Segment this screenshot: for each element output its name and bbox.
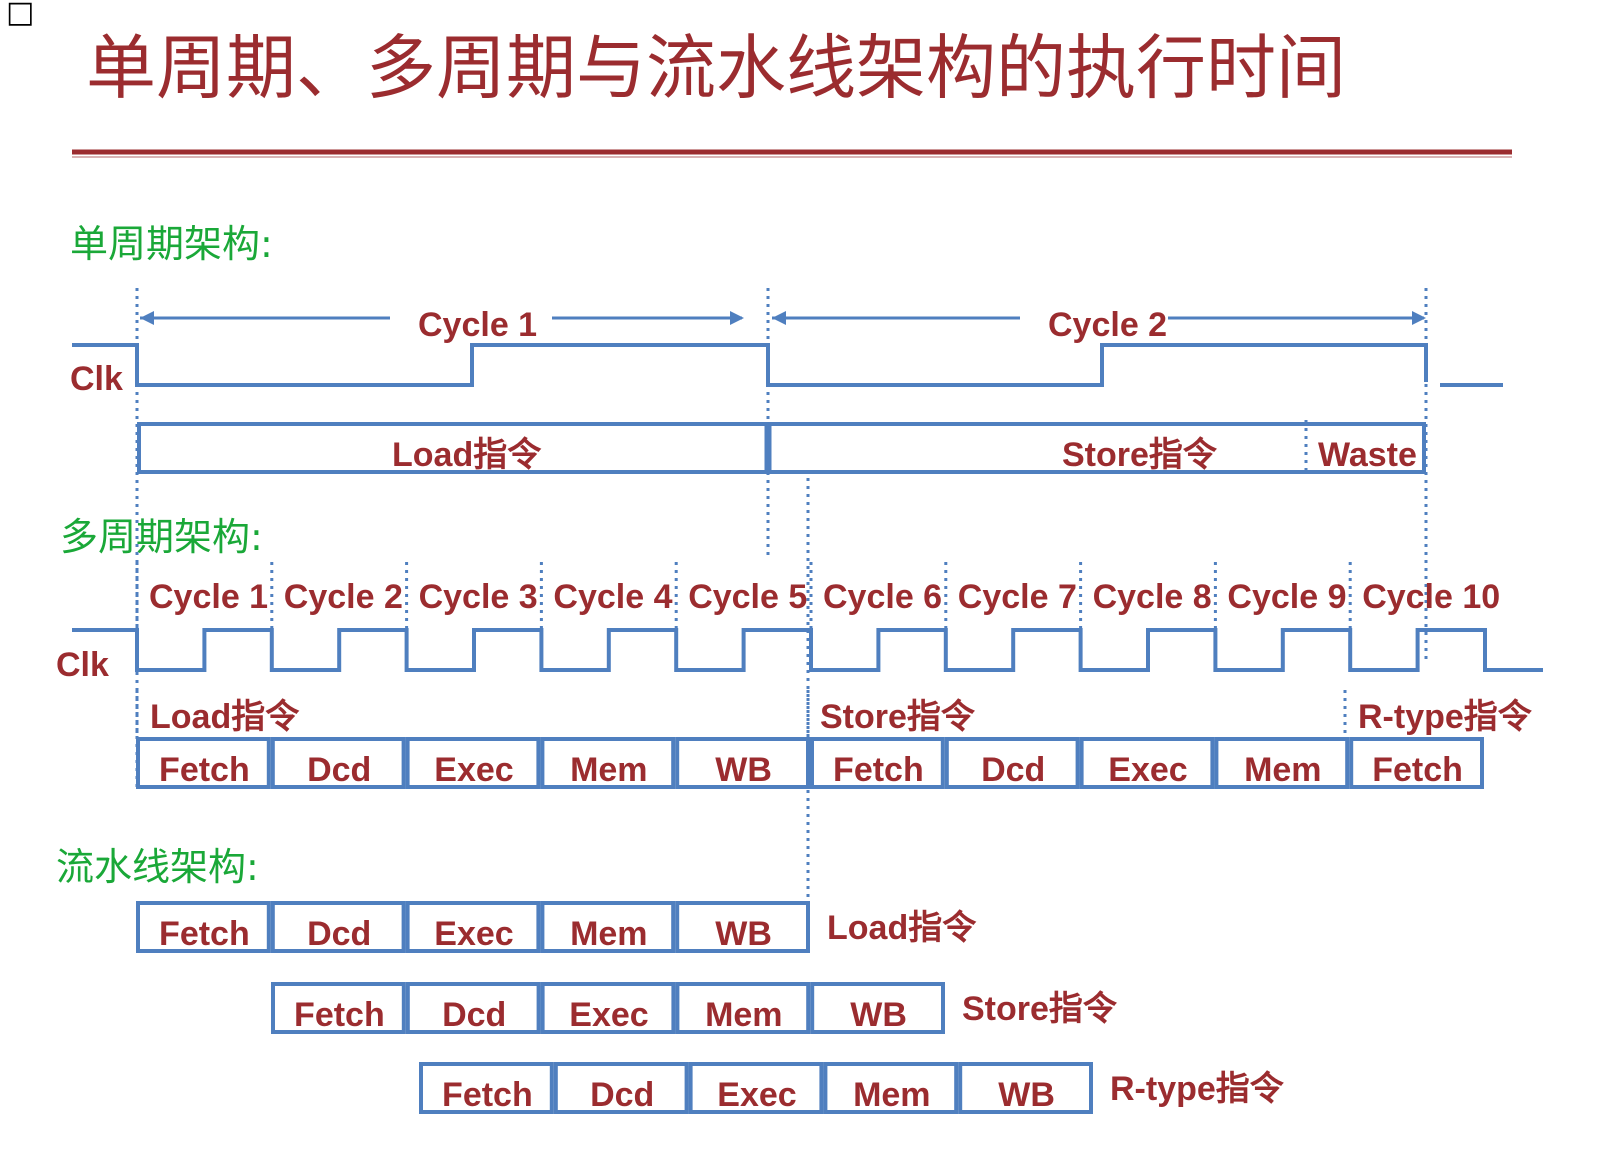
pipeline-stage-label: WB (850, 996, 907, 1034)
multi-stage-label: Mem (570, 751, 647, 789)
pipeline-stage-label: Fetch (294, 996, 385, 1034)
multi-stage-box (675, 737, 811, 789)
single-clk-label: Clk (70, 360, 123, 398)
multi-stage-box (1349, 737, 1484, 789)
multi-cycle-label: Cycle 6 (823, 578, 942, 616)
multi-stage-box (405, 737, 541, 789)
multi-cycle-label: Cycle 9 (1227, 578, 1346, 616)
multi-cycle-stages: Fetch Dcd Exec Mem WB Fetch Dcd Exec Mem Fetch (136, 737, 1484, 789)
single-cycle-1-label: Cycle 1 (418, 306, 537, 344)
pipeline-instr-label: Load指令 (827, 909, 977, 947)
multi-stage-label: Mem (1244, 751, 1321, 789)
single-cycle-section: 单周期架构: Clk Cycle 1 Cycle 2 Load指令 Store指… (70, 222, 1503, 900)
cycle2-arrow-right-head (1412, 311, 1426, 325)
pipeline-stage-box (810, 982, 946, 1034)
pipeline-stage-box (553, 1062, 689, 1114)
pipeline-stage-label: WB (715, 915, 772, 953)
multi-stage-label: Exec (434, 751, 513, 789)
multi-stage-box (540, 737, 676, 789)
multi-stage-label: Fetch (159, 751, 250, 789)
multi-cycle-label: Cycle 8 (1093, 578, 1212, 616)
pipeline-instr-label: R-type指令 (1110, 1070, 1285, 1108)
page-title: 单周期、多周期与流水线架构的执行时间 (86, 27, 1346, 109)
multi-stage-label: Fetch (1372, 751, 1463, 789)
pipeline-stage-box (540, 901, 676, 953)
pipeline-stage-box (958, 1062, 1094, 1114)
cycle2-arrow-left-head (772, 311, 786, 325)
multi-cycle-labels: Cycle 1 Cycle 2 Cycle 3 Cycle 4 Cycle 5 Cycle… (149, 578, 1500, 616)
pipeline-stage-box (540, 982, 676, 1034)
single-store-label: Store指令 (1062, 436, 1218, 474)
multi-rtype-label: R-type指令 (1358, 698, 1533, 736)
multi-stage-box (944, 737, 1080, 789)
pipeline-stage-label: Dcd (590, 1076, 654, 1114)
pipeline-row: Fetch Dcd Exec Mem WB Load指令 (136, 901, 977, 953)
pipeline-stage-label: Fetch (442, 1076, 533, 1114)
multi-stage-box (1214, 737, 1350, 789)
multi-cycle-label: Cycle 5 (688, 578, 807, 616)
multi-clk-waveform (72, 628, 1543, 672)
multi-cycle-heading: 多周期架构: (60, 515, 263, 559)
pipeline-stage-label: Exec (434, 915, 513, 953)
multi-cycle-guides (135, 562, 1352, 738)
single-cycle-heading: 单周期架构: (70, 222, 273, 266)
multi-stage-box (136, 737, 271, 789)
corner-mark: □ (6, 0, 34, 30)
pipeline-stage-label: Exec (717, 1076, 796, 1114)
pipeline-stage-label: Fetch (159, 915, 250, 953)
cycle1-arrow-left-head (140, 311, 154, 325)
pipeline-stage-label: Dcd (442, 996, 506, 1034)
multi-cycle-label: Cycle 10 (1362, 578, 1500, 616)
pipeline-stage-box (675, 982, 811, 1034)
pipeline-stage-label: Mem (570, 915, 647, 953)
multi-stage-label: Exec (1108, 751, 1187, 789)
pipeline-instr-label: Store指令 (962, 990, 1118, 1028)
pipeline-stage-label: Mem (853, 1076, 930, 1114)
cycle1-arrow-right-head (730, 311, 744, 325)
multi-stage-box (1079, 737, 1215, 789)
pipeline-stage-label: WB (998, 1076, 1055, 1114)
pipeline-stage-box (688, 1062, 824, 1114)
multi-load-label: Load指令 (150, 698, 300, 736)
single-waste-label: Waste (1318, 436, 1417, 474)
multi-store-label: Store指令 (820, 698, 976, 736)
multi-stage-box (810, 737, 945, 789)
single-load-label: Load指令 (392, 436, 542, 474)
single-cycle-2-label: Cycle 2 (1048, 306, 1167, 344)
multi-cycle-label: Cycle 2 (284, 578, 403, 616)
pipeline-stage-box (136, 901, 271, 953)
pipeline-stage-box (419, 1062, 554, 1114)
pipeline-stage-box (405, 982, 541, 1034)
pipeline-stage-box (271, 982, 406, 1034)
pipeline-heading: 流水线架构: (56, 845, 259, 889)
pipeline-stage-box (405, 901, 541, 953)
pipeline-stage-label: Mem (705, 996, 782, 1034)
pipeline-stage-label: Exec (569, 996, 648, 1034)
pipeline-row: Fetch Dcd Exec Mem WB Store指令 (271, 982, 1118, 1034)
multi-stage-box (270, 737, 406, 789)
pipeline-stage-box (823, 1062, 959, 1114)
multi-stage-label: Fetch (833, 751, 924, 789)
single-clk-waveform (72, 343, 1428, 387)
multi-stage-label: WB (715, 751, 772, 789)
pipeline-row: Fetch Dcd Exec Mem WB R-type指令 (419, 1062, 1285, 1114)
multi-cycle-label: Cycle 3 (419, 578, 538, 616)
multi-cycle-label: Cycle 1 (149, 578, 268, 616)
multi-cycle-label: Cycle 4 (553, 578, 672, 616)
multi-cycle-label: Cycle 7 (958, 578, 1077, 616)
pipeline-stage-box (270, 901, 406, 953)
multi-clk-label: Clk (56, 646, 109, 684)
pipeline-stage-label: Dcd (307, 915, 371, 953)
pipeline-stage-box (675, 901, 811, 953)
multi-stage-label: Dcd (307, 751, 371, 789)
single-instr-box (137, 422, 1426, 474)
multi-stage-label: Dcd (981, 751, 1045, 789)
